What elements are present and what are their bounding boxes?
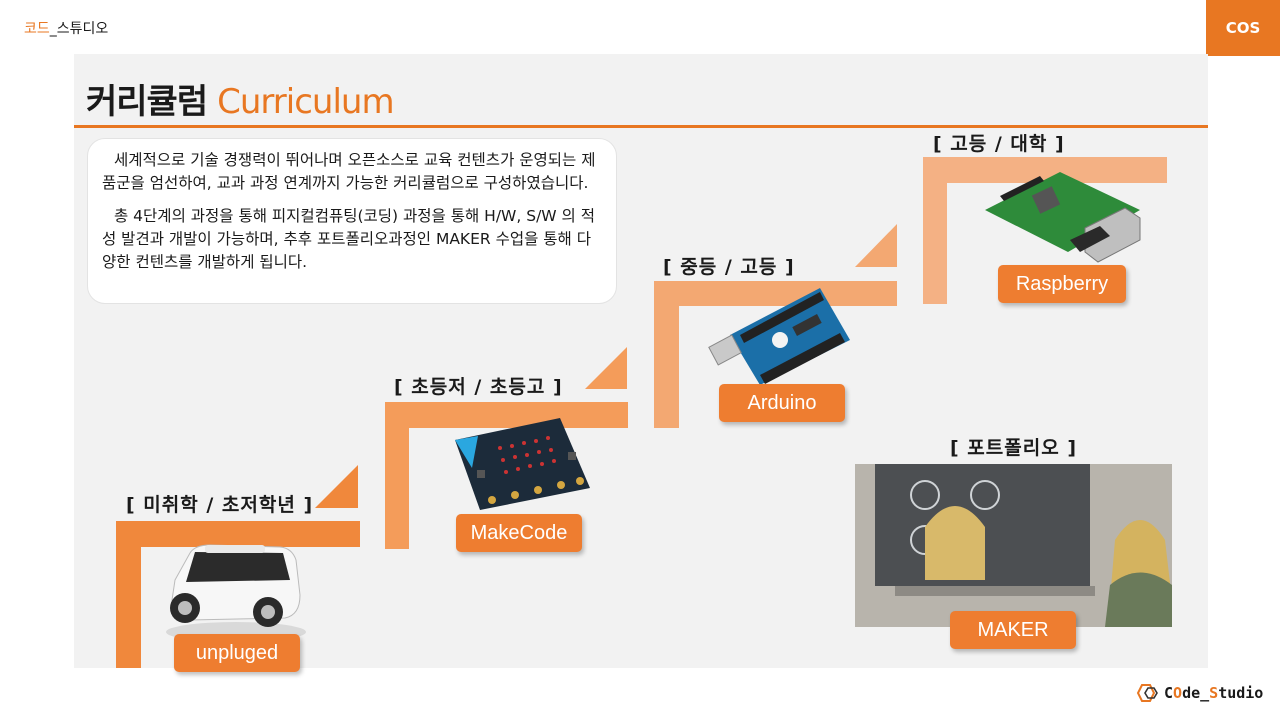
- logo-c: C: [1164, 684, 1174, 702]
- logo-o: O: [1173, 684, 1183, 702]
- step-3-shape: [654, 281, 897, 428]
- logo-s: S: [1209, 684, 1219, 702]
- smart-mirror-photo: [855, 464, 1172, 627]
- stage-label-5: [ 포트폴리오 ]: [950, 437, 1077, 459]
- step-3-arrow: [855, 224, 897, 267]
- product-button-arduino[interactable]: Arduino: [719, 384, 845, 422]
- raspberry-pi-board-icon: [985, 172, 1141, 263]
- intro-paragraph-2: 총 4단계의 과정을 통해 피지컬컴퓨팅(코딩) 과정을 통해 H/W, S/W…: [102, 207, 595, 271]
- hexagon-logo-icon: [1136, 684, 1158, 702]
- stage-label-1: [ 미취학 / 초저학년 ]: [126, 494, 314, 516]
- product-button-raspberry[interactable]: Raspberry: [998, 265, 1126, 303]
- product-button-maker[interactable]: MAKER: [950, 611, 1076, 649]
- brand-text: 코드_스튜디오: [24, 18, 108, 38]
- step-1-shape: [116, 521, 360, 668]
- cos-badge: COS: [1206, 0, 1280, 56]
- logo-de: de_: [1182, 684, 1210, 702]
- intro-box: 세계적으로 기술 경쟁력이 뛰어나며 오픈소스로 교육 컨텐츠가 운영되는 제품…: [87, 138, 617, 304]
- logo-tudio: tudio: [1218, 684, 1264, 702]
- stage-label-2: [ 초등저 / 초등고 ]: [394, 376, 563, 398]
- step-4-shape: [923, 157, 1167, 304]
- robot-car-icon: [166, 544, 306, 642]
- stage-label-3: [ 중등 / 고등 ]: [663, 256, 795, 278]
- title-en: Curriculum: [217, 82, 394, 122]
- arduino-board-icon: [708, 288, 850, 385]
- stage-label-4: [ 고등 / 대학 ]: [933, 133, 1065, 155]
- intro-paragraph-1: 세계적으로 기술 경쟁력이 뛰어나며 오픈소스로 교육 컨텐츠가 운영되는 제품…: [102, 151, 596, 192]
- title-ko: 커리큘럼: [86, 82, 208, 122]
- step-1-arrow: [315, 465, 358, 508]
- microbit-board-icon: [455, 418, 590, 510]
- step-2-arrow: [585, 347, 627, 389]
- title-divider: [74, 125, 1208, 128]
- product-button-makecode[interactable]: MakeCode: [456, 514, 582, 552]
- product-button-unpluged[interactable]: unpluged: [174, 634, 300, 672]
- brand-accent: 코드: [24, 21, 50, 37]
- brand-rest: _스튜디오: [49, 21, 109, 37]
- step-2-shape: [385, 402, 628, 549]
